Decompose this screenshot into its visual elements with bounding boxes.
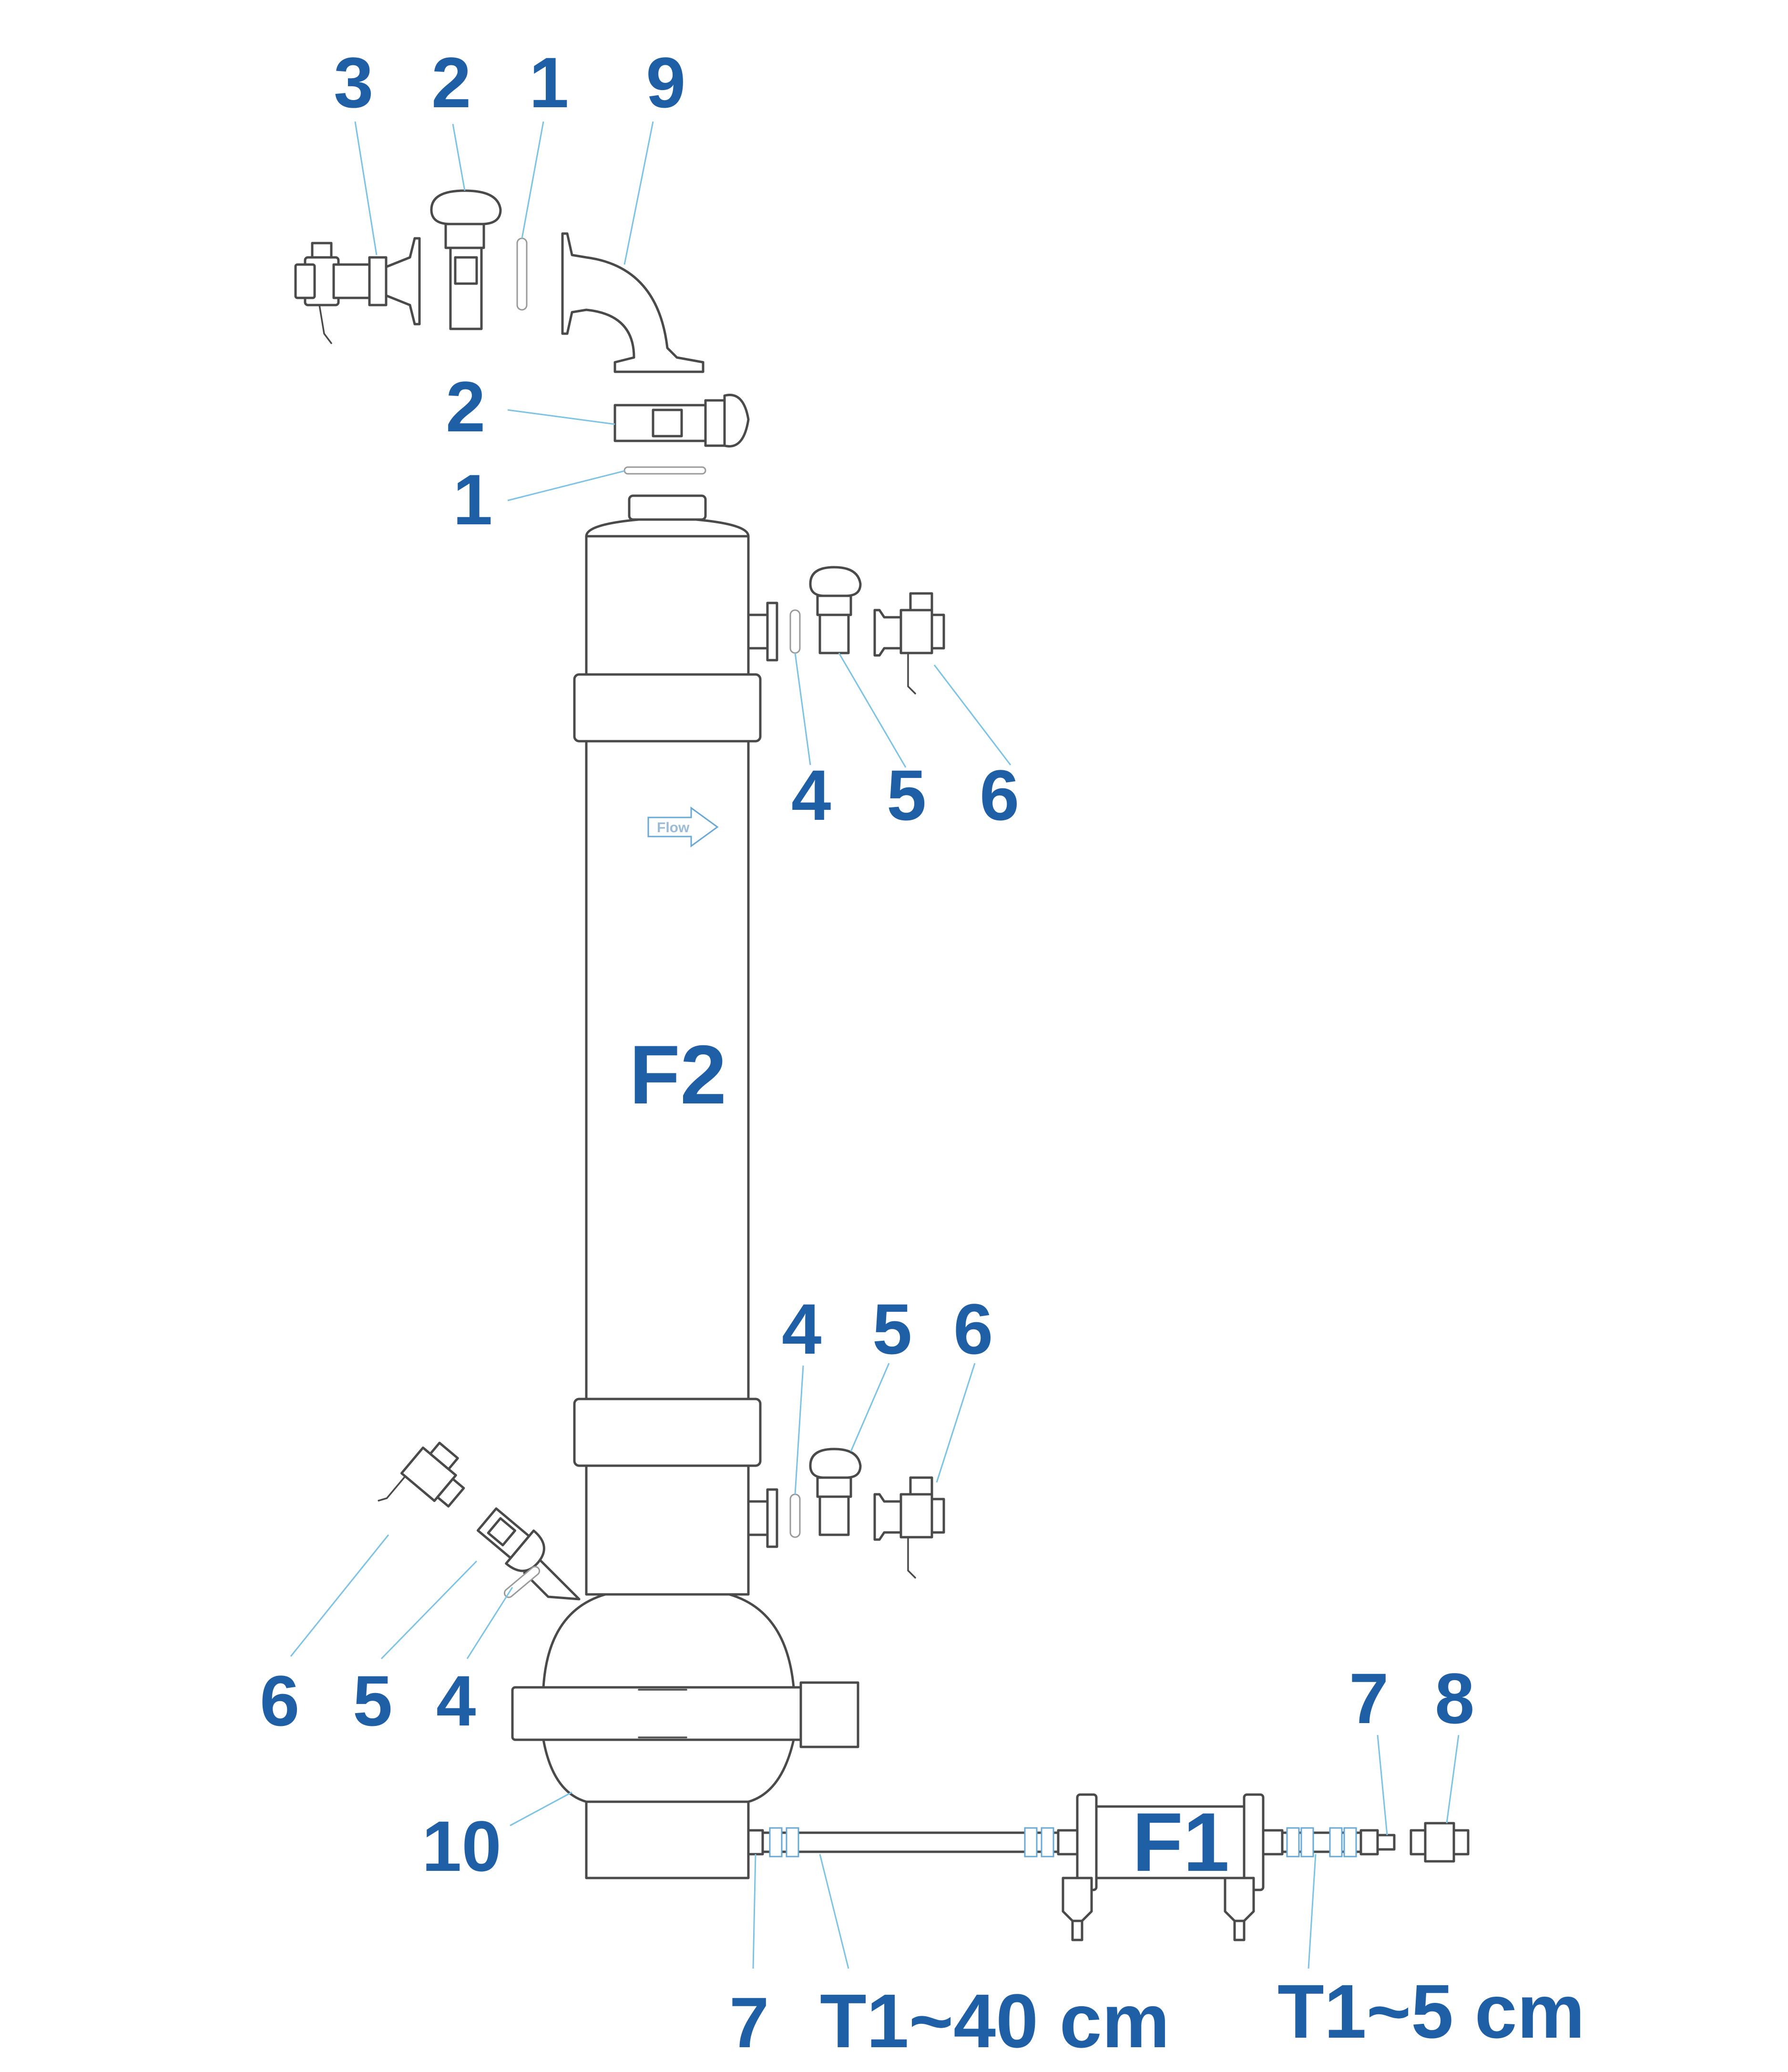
- f2-column: [511, 494, 859, 1879]
- f1-filter: [1057, 1793, 1284, 1941]
- part-2-top-valve: [430, 189, 502, 330]
- part-4-lower-gasket: [789, 1493, 801, 1538]
- part-9-elbow: [561, 232, 705, 373]
- label-left-6: 6: [260, 1661, 299, 1741]
- label-top-2: 2: [431, 42, 471, 122]
- part-5-upper-valve: [809, 566, 862, 654]
- label-bottom-10: 10: [422, 1806, 501, 1886]
- tube-short: [1281, 1827, 1362, 1858]
- part-5-left-valve: [476, 1507, 545, 1572]
- label-right-8: 8: [1435, 1658, 1474, 1738]
- part-7-right-fitting: [1359, 1829, 1396, 1856]
- label-bottom-7: 7: [729, 1982, 769, 2062]
- part-6-lower-clamp: [873, 1476, 945, 1579]
- label-lower-5: 5: [872, 1289, 912, 1369]
- label-upper-5: 5: [887, 755, 926, 835]
- label-left-5: 5: [353, 1661, 392, 1741]
- label-upper-6: 6: [980, 755, 1019, 835]
- label-top-3: 3: [334, 42, 373, 122]
- label-lower-6: 6: [953, 1289, 993, 1369]
- part-6-left-clamp: [378, 1441, 465, 1508]
- leader-lines: [290, 121, 1460, 1969]
- label-tube-short: T1~5 cm: [1277, 1969, 1585, 2054]
- part-1-mid-gasket: [623, 466, 706, 475]
- label-left-4: 4: [436, 1661, 476, 1741]
- part-2-mid-valve: [613, 394, 750, 448]
- tube-long: [761, 1827, 1069, 1858]
- flow-arrow: Flow: [647, 806, 719, 847]
- label-mid-2: 2: [446, 367, 485, 447]
- label-top-1: 1: [529, 42, 569, 122]
- part-1-top-gasket: [516, 237, 528, 311]
- part-4-left-gasket: [503, 1566, 541, 1598]
- part-6-upper-clamp: [873, 592, 945, 694]
- label-f1: F1: [1132, 1796, 1229, 1889]
- flow-label: Flow: [657, 820, 690, 836]
- part-5-lower-valve: [809, 1448, 862, 1536]
- label-right-7: 7: [1349, 1658, 1389, 1738]
- label-f2: F2: [629, 1029, 726, 1122]
- part-8-connector: [1410, 1822, 1470, 1863]
- label-lower-4: 4: [782, 1289, 821, 1369]
- part-3-valve-clamp: [294, 237, 421, 344]
- label-tube-long: T1~40 cm: [820, 1978, 1170, 2063]
- label-top-9: 9: [646, 42, 685, 122]
- label-mid-1: 1: [453, 459, 492, 540]
- part-4-upper-gasket: [789, 609, 801, 654]
- label-upper-4: 4: [791, 755, 831, 835]
